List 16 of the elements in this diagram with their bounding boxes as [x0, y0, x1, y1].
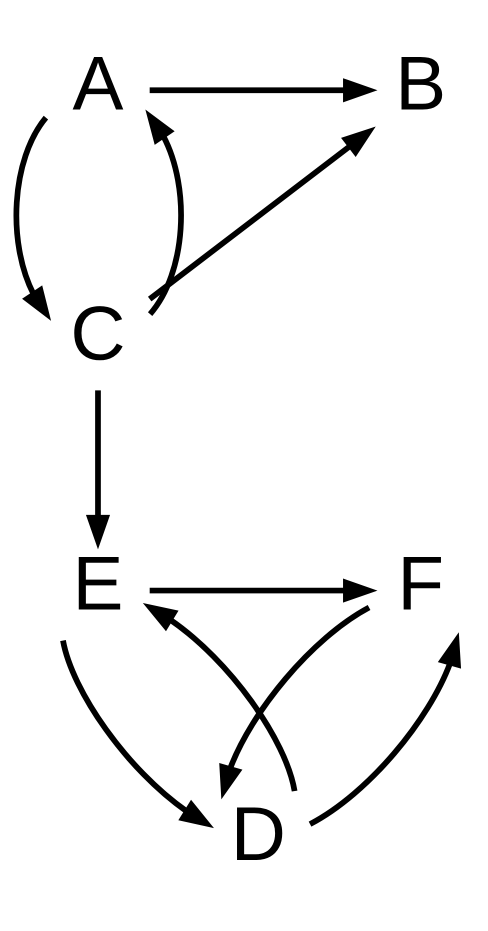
arrow — [14, 116, 52, 321]
arrow — [219, 605, 371, 800]
arrow — [145, 110, 184, 316]
arrow — [148, 126, 376, 302]
arrow — [86, 390, 110, 550]
arrow — [150, 578, 378, 603]
arrow — [150, 78, 378, 102]
node-text: E — [72, 542, 124, 627]
node-text: A — [72, 41, 124, 126]
arrow — [142, 603, 298, 792]
arrow — [308, 632, 462, 827]
node-text: D — [230, 792, 286, 877]
node-text: F — [397, 542, 444, 627]
arrow — [60, 640, 214, 828]
node-text: B — [395, 41, 446, 126]
node-text: C — [70, 292, 126, 377]
